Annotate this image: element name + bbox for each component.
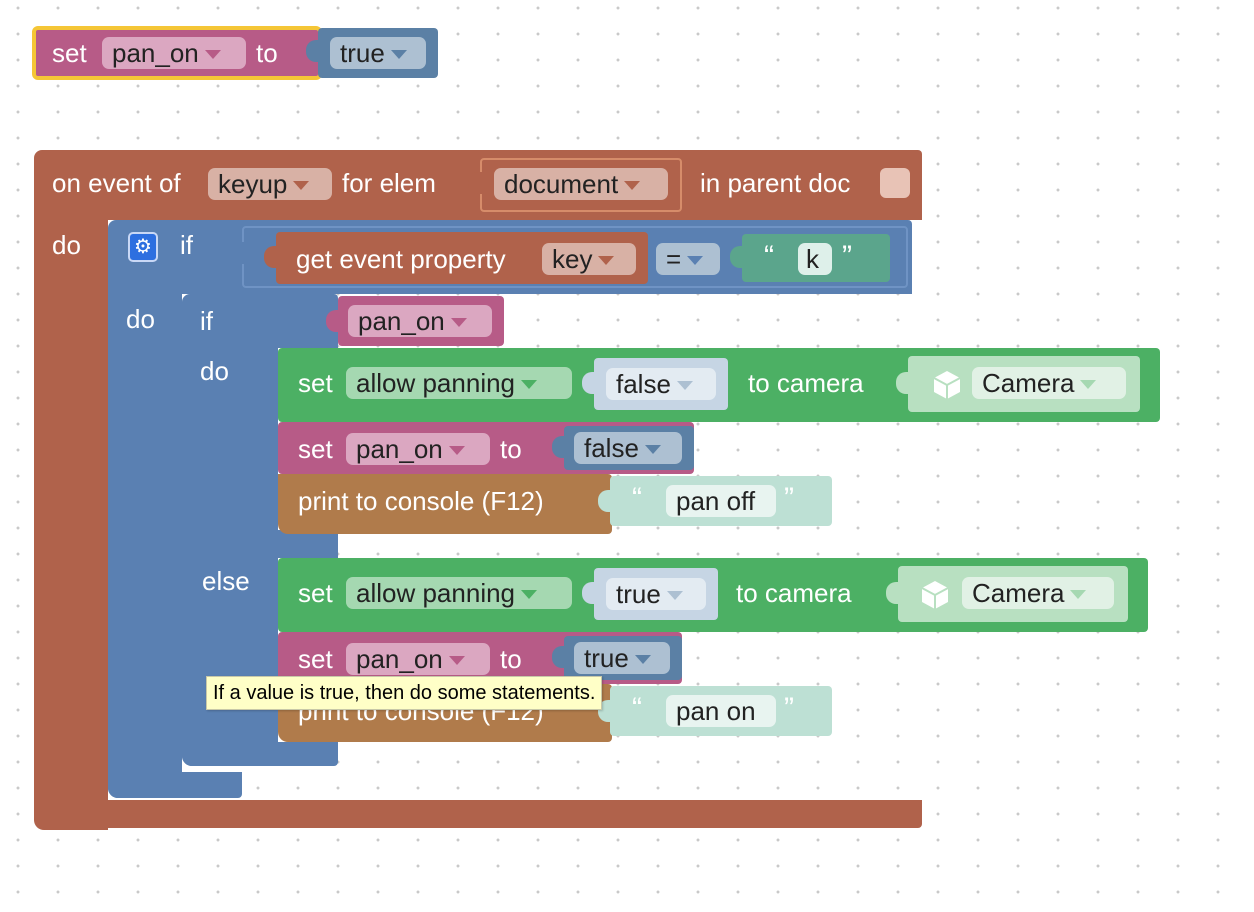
print-text: pan off [676, 486, 756, 516]
do-var-value-dropdown[interactable]: false [574, 432, 682, 464]
else-to-camera-label: to camera [736, 578, 852, 608]
cube-icon [930, 368, 964, 402]
condition-variable-dropdown[interactable]: pan_on [348, 305, 492, 337]
inner-do-label: do [200, 356, 229, 386]
open-quote-icon: “ [764, 240, 774, 273]
chevron-down-icon [204, 50, 221, 59]
to-label: to [256, 38, 278, 68]
close-quote-icon: ” [842, 240, 852, 273]
open-quote-icon: “ [632, 692, 642, 725]
camera-property: allow panning [356, 368, 516, 398]
inner-if-bottom [182, 742, 338, 766]
else-camera-dropdown[interactable]: Camera [962, 577, 1114, 609]
do-camera-dropdown[interactable]: Camera [972, 367, 1126, 399]
event-block-side [34, 218, 108, 830]
gear-icon[interactable]: ⚙ [128, 232, 158, 262]
do-camera-set-label: set [298, 368, 333, 398]
in-parent-doc-label: in parent doc [700, 168, 851, 198]
do-to-camera-label: to camera [748, 368, 864, 398]
set-label: set [52, 38, 87, 68]
print-text: pan on [676, 696, 756, 726]
property-name: key [552, 244, 593, 274]
outer-do-label: do [126, 304, 155, 334]
do-print-text-field[interactable]: pan off [666, 485, 776, 517]
camera-name: Camera [972, 578, 1065, 608]
chevron-down-icon [624, 181, 641, 190]
chevron-down-icon [634, 655, 651, 664]
else-camera-value-dropdown[interactable]: true [606, 578, 706, 610]
event-name: keyup [218, 169, 288, 199]
string-field-k[interactable]: k [798, 243, 832, 275]
property-dropdown[interactable]: key [542, 243, 636, 275]
set-pan-on-block-selected[interactable] [32, 26, 322, 80]
cube-icon [918, 578, 952, 612]
chevron-down-icon [666, 591, 683, 600]
string-value: k [806, 244, 819, 274]
for-elem-label: for elem [342, 168, 436, 198]
operator-dropdown[interactable]: = [656, 243, 720, 275]
event-name-dropdown[interactable]: keyup [208, 168, 332, 200]
inner-else-label: else [202, 566, 250, 596]
chevron-down-icon [687, 256, 704, 265]
var-name: pan_on [356, 434, 443, 464]
operator: = [666, 244, 682, 274]
in-parent-doc-checkbox[interactable] [880, 168, 910, 198]
close-quote-icon: ” [784, 692, 794, 725]
element-dropdown[interactable]: document [494, 168, 668, 200]
camera-name: Camera [982, 368, 1075, 398]
chevron-down-icon [448, 446, 465, 455]
chevron-down-icon [448, 656, 465, 665]
else-var-to-label: to [500, 644, 522, 674]
do-camera-property-dropdown[interactable]: allow panning [346, 367, 572, 399]
event-do-label: do [52, 230, 81, 260]
chevron-down-icon [1080, 380, 1097, 389]
event-block-bottom [34, 800, 922, 828]
else-print-text-field[interactable]: pan on [666, 695, 776, 727]
close-quote-icon: ” [784, 482, 794, 515]
else-var-dropdown[interactable]: pan_on [346, 643, 490, 675]
chevron-down-icon [521, 590, 538, 599]
chevron-down-icon [644, 445, 661, 454]
chevron-down-icon [390, 50, 407, 59]
inner-if-block[interactable] [182, 294, 338, 348]
outer-if-side [108, 292, 182, 798]
variable-name: pan_on [112, 38, 199, 68]
else-var-value-dropdown[interactable]: true [574, 642, 670, 674]
variable-dropdown-pan-on[interactable]: pan_on [102, 37, 246, 69]
camera-value: false [616, 369, 671, 399]
else-camera-set-label: set [298, 578, 333, 608]
do-var-to-label: to [500, 434, 522, 464]
inner-else-band [182, 530, 338, 558]
do-var-dropdown[interactable]: pan_on [346, 433, 490, 465]
get-event-property-label: get event property [296, 244, 506, 274]
var-name: pan_on [356, 644, 443, 674]
camera-value: true [616, 579, 661, 609]
boolean-value: true [340, 38, 385, 68]
var-value: true [584, 643, 629, 673]
outer-if-bottom [108, 772, 242, 798]
inner-if-label: if [200, 306, 213, 336]
do-var-set-label: set [298, 434, 333, 464]
else-camera-property-dropdown[interactable]: allow panning [346, 577, 572, 609]
do-camera-value-dropdown[interactable]: false [606, 368, 716, 400]
chevron-down-icon [598, 256, 615, 265]
camera-property: allow panning [356, 578, 516, 608]
condition-variable-name: pan_on [358, 306, 445, 336]
else-var-set-label: set [298, 644, 333, 674]
chevron-down-icon [1070, 590, 1087, 599]
open-quote-icon: “ [632, 482, 642, 515]
do-print-block[interactable] [278, 474, 612, 534]
chevron-down-icon [293, 181, 310, 190]
tooltip: If a value is true, then do some stateme… [206, 676, 603, 710]
chevron-down-icon [676, 381, 693, 390]
outer-if-label: if [180, 230, 193, 260]
chevron-down-icon [450, 318, 467, 327]
do-print-label: print to console (F12) [298, 486, 544, 516]
on-event-label: on event of [52, 168, 181, 198]
var-value: false [584, 433, 639, 463]
element-name: document [504, 169, 619, 199]
boolean-dropdown-true[interactable]: true [330, 37, 426, 69]
chevron-down-icon [521, 380, 538, 389]
